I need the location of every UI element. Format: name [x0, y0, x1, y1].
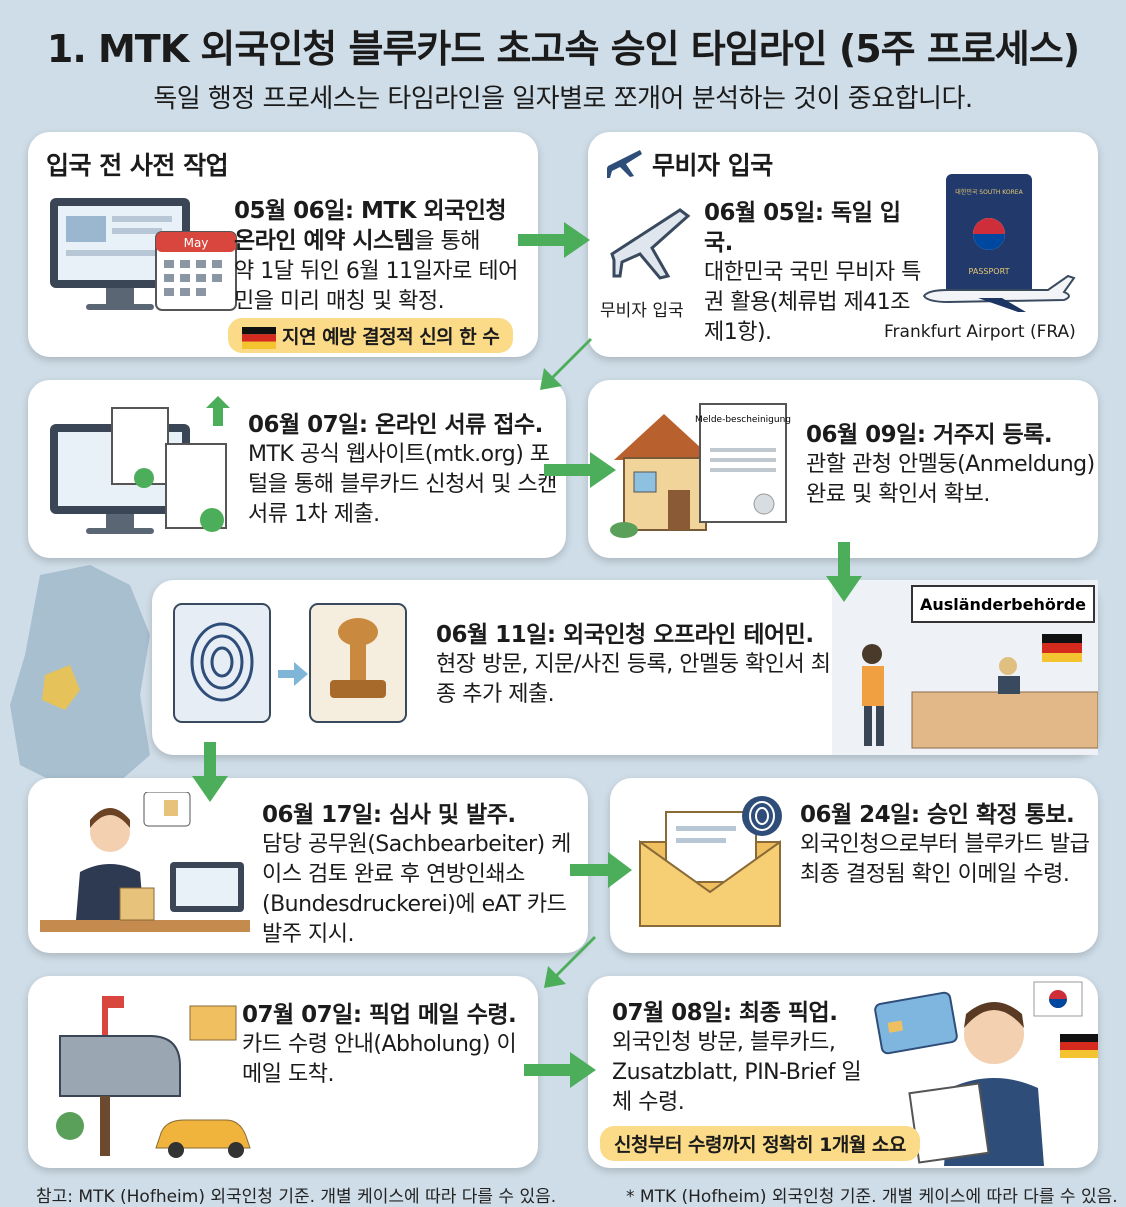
- flow-arrow-right: [570, 852, 632, 888]
- document-label: Melde-bescheinigung: [695, 415, 791, 425]
- calendar-month-label: May: [184, 236, 209, 250]
- step-body-text: 외국인청으로부터 블루카드 발급 최종 결정됨 확인 이메일 수령.: [800, 832, 1090, 887]
- germany-map-icon: [10, 565, 150, 790]
- airliner-icon: [922, 274, 1076, 312]
- step-card-final-pickup: 07월 08일: 최종 픽업. 외국인청 방문, 블루카드, Zusatzbla…: [588, 976, 1098, 1168]
- flow-arrow-down: [192, 742, 228, 802]
- visa-free-icon-caption: 무비자 입국: [600, 301, 684, 321]
- passport-icon: 대한민국 SOUTH KOREA PASSPORT: [946, 174, 1032, 294]
- step-date-text: 06월 07일: 온라인 서류 접수.: [248, 412, 543, 438]
- step-date-suffix: 을 통해: [414, 229, 481, 254]
- computer-documents-icon: [50, 396, 230, 534]
- step-card-pre-arrival: 입국 전 사전 작업 May 05월 06일: MTK 외국인청 온라인 예약 …: [28, 132, 538, 357]
- footer-note-left: 참고: MTK (Hofheim) 외국인청 기준. 개별 케이스에 따라 다를…: [36, 1187, 557, 1207]
- step-body-text: 외국인청 방문, 블루카드, Zusatzblatt, PIN-Brief 일체…: [612, 1030, 862, 1115]
- step-date-text: 06월 24일: 승인 확정 통보.: [800, 802, 1075, 828]
- office-sign-label: Ausländerbehörde: [920, 595, 1086, 614]
- step-card-offline-appointment: 06월 11일: 외국인청 오프라인 테어민. 현장 방문, 지문/사진 등록,…: [152, 580, 1098, 755]
- house-document-icon: Melde-bescheinigung: [610, 403, 791, 538]
- step-card-approval-notice: 06월 24일: 승인 확정 통보. 외국인청으로부터 블루카드 발급 최종 결…: [610, 778, 1098, 953]
- step-body-text: 대한민국 국민 무비자 특권 활용(체류법 제41조 제1항).: [704, 260, 921, 345]
- flow-arrow-down-left: [544, 936, 596, 988]
- flow-arrow-right: [518, 222, 590, 258]
- step-body-text: 현장 방문, 지문/사진 등록, 안멜둥 확인서 최종 추가 제출.: [436, 652, 831, 707]
- page-subtitle: 독일 행정 프로세스는 타임라인을 일자별로 쪼개어 분석하는 것이 중요합니다…: [153, 84, 973, 114]
- step-date-text: 07월 08일: 최종 픽업.: [612, 1000, 838, 1026]
- flow-arrow-down-left: [540, 338, 592, 390]
- foreigners-office-icon: Ausländerbehörde: [832, 580, 1098, 755]
- step-heading: 입국 전 사전 작업: [46, 151, 229, 180]
- airplane-large-icon: [610, 208, 691, 280]
- duration-badge: 신청부터 수령까지 정확히 1개월 소요: [600, 1126, 920, 1161]
- mailbox-car-icon: [56, 996, 251, 1158]
- step-date-text: 06월 11일: 외국인청 오프라인 테어민.: [436, 622, 814, 648]
- step-date-text: 07월 07일: 픽업 메일 수령.: [242, 1002, 517, 1028]
- key-tip-badge: 지연 예방 결정적 신의 한 수: [228, 318, 514, 353]
- step-body-text: 담당 공무원(Sachbearbeiter) 케이스 검토 완료 후 연방인쇄소…: [262, 832, 571, 947]
- airplane-icon: [607, 150, 642, 178]
- person-with-card-icon: [874, 981, 1098, 1166]
- step-body-text: 약 1달 뒤인 6월 11일자로 테어민을 미리 매칭 및 확정.: [234, 259, 518, 314]
- step-body-text: MTK 공식 웹사이트(mtk.org) 포털을 통해 블루카드 신청서 및 스…: [248, 442, 557, 527]
- step-card-residence-registration: Melde-bescheinigung 06월 09일: 거주지 등록. 관할 …: [588, 380, 1098, 558]
- step-card-visa-free-entry: 무비자 입국 무비자 입국 06월 05일: 독일 입국. 대한민국 국민 무비…: [588, 132, 1098, 357]
- passport-country: 대한민국 SOUTH KOREA: [955, 188, 1023, 196]
- flow-arrow-right: [544, 452, 616, 488]
- envelope-icon: [639, 796, 782, 927]
- passport-label: PASSPORT: [969, 267, 1010, 276]
- step-card-pickup-mail: 07월 07일: 픽업 메일 수령. 카드 수령 안내(Abholung) 이메…: [28, 976, 538, 1168]
- step-card-online-submission: 06월 07일: 온라인 서류 접수. MTK 공식 웹사이트(mtk.org)…: [28, 380, 566, 558]
- step-date-text: 06월 05일: 독일 입국.: [704, 200, 901, 256]
- computer-calendar-icon: May: [50, 198, 237, 311]
- step-date-text: 06월 17일: 심사 및 발주.: [262, 802, 516, 828]
- footer-note-right: * MTK (Hofheim) 외국인청 기준. 개별 케이스에 따라 다를 수…: [626, 1187, 1118, 1207]
- page-title: 1. MTK 외국인청 블루카드 초고속 승인 타임라인 (5주 프로세스): [46, 27, 1080, 71]
- germany-flag-icon: [242, 326, 276, 349]
- step-body-text: 카드 수령 안내(Abholung) 이메일 도착.: [242, 1032, 517, 1087]
- flow-arrow-right: [524, 1052, 596, 1088]
- step-date-text: 06월 09일: 거주지 등록.: [806, 422, 1053, 448]
- flow-arrow-down: [826, 542, 862, 602]
- step-heading: 무비자 입국: [652, 151, 773, 180]
- step-card-review-order: 06월 17일: 심사 및 발주. 담당 공무원(Sachbearbeiter)…: [28, 778, 588, 953]
- step-body-text: 관할 관청 안멜둥(Anmeldung) 완료 및 확인서 확보.: [806, 452, 1095, 507]
- step-date-text: 05월 06일: MTK 외국인청 온라인 예약 시스템: [234, 198, 507, 254]
- fingerprint-stamp-icon: [173, 603, 407, 723]
- airport-label: Frankfurt Airport (FRA): [884, 322, 1076, 342]
- official-at-desk-icon: [40, 792, 250, 932]
